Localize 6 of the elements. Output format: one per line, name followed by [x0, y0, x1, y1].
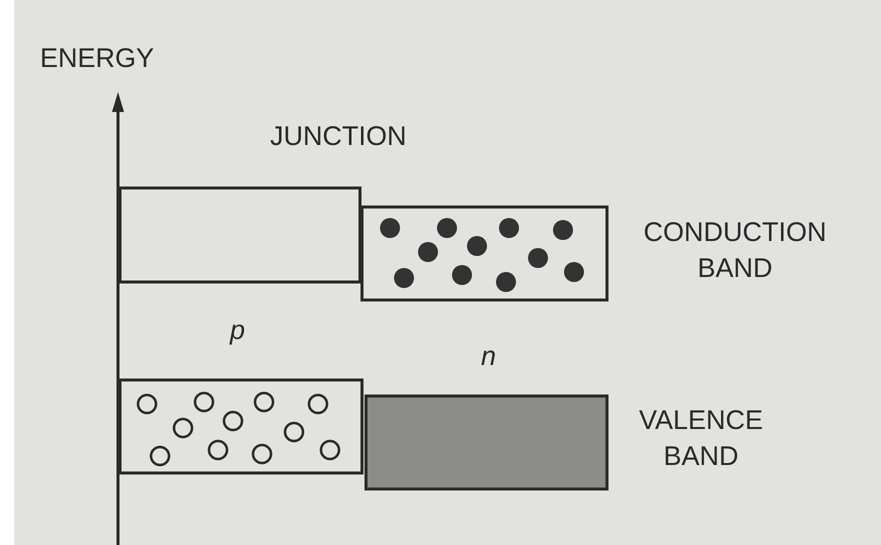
- region-label: n: [481, 340, 496, 373]
- axis-label: ENERGY: [40, 42, 154, 75]
- region-label: p: [230, 314, 246, 347]
- band-label: VALENCE BAND: [638, 404, 764, 473]
- junction-label: JUNCTION: [270, 120, 406, 153]
- band-label: CONDUCTION BAND: [642, 216, 828, 285]
